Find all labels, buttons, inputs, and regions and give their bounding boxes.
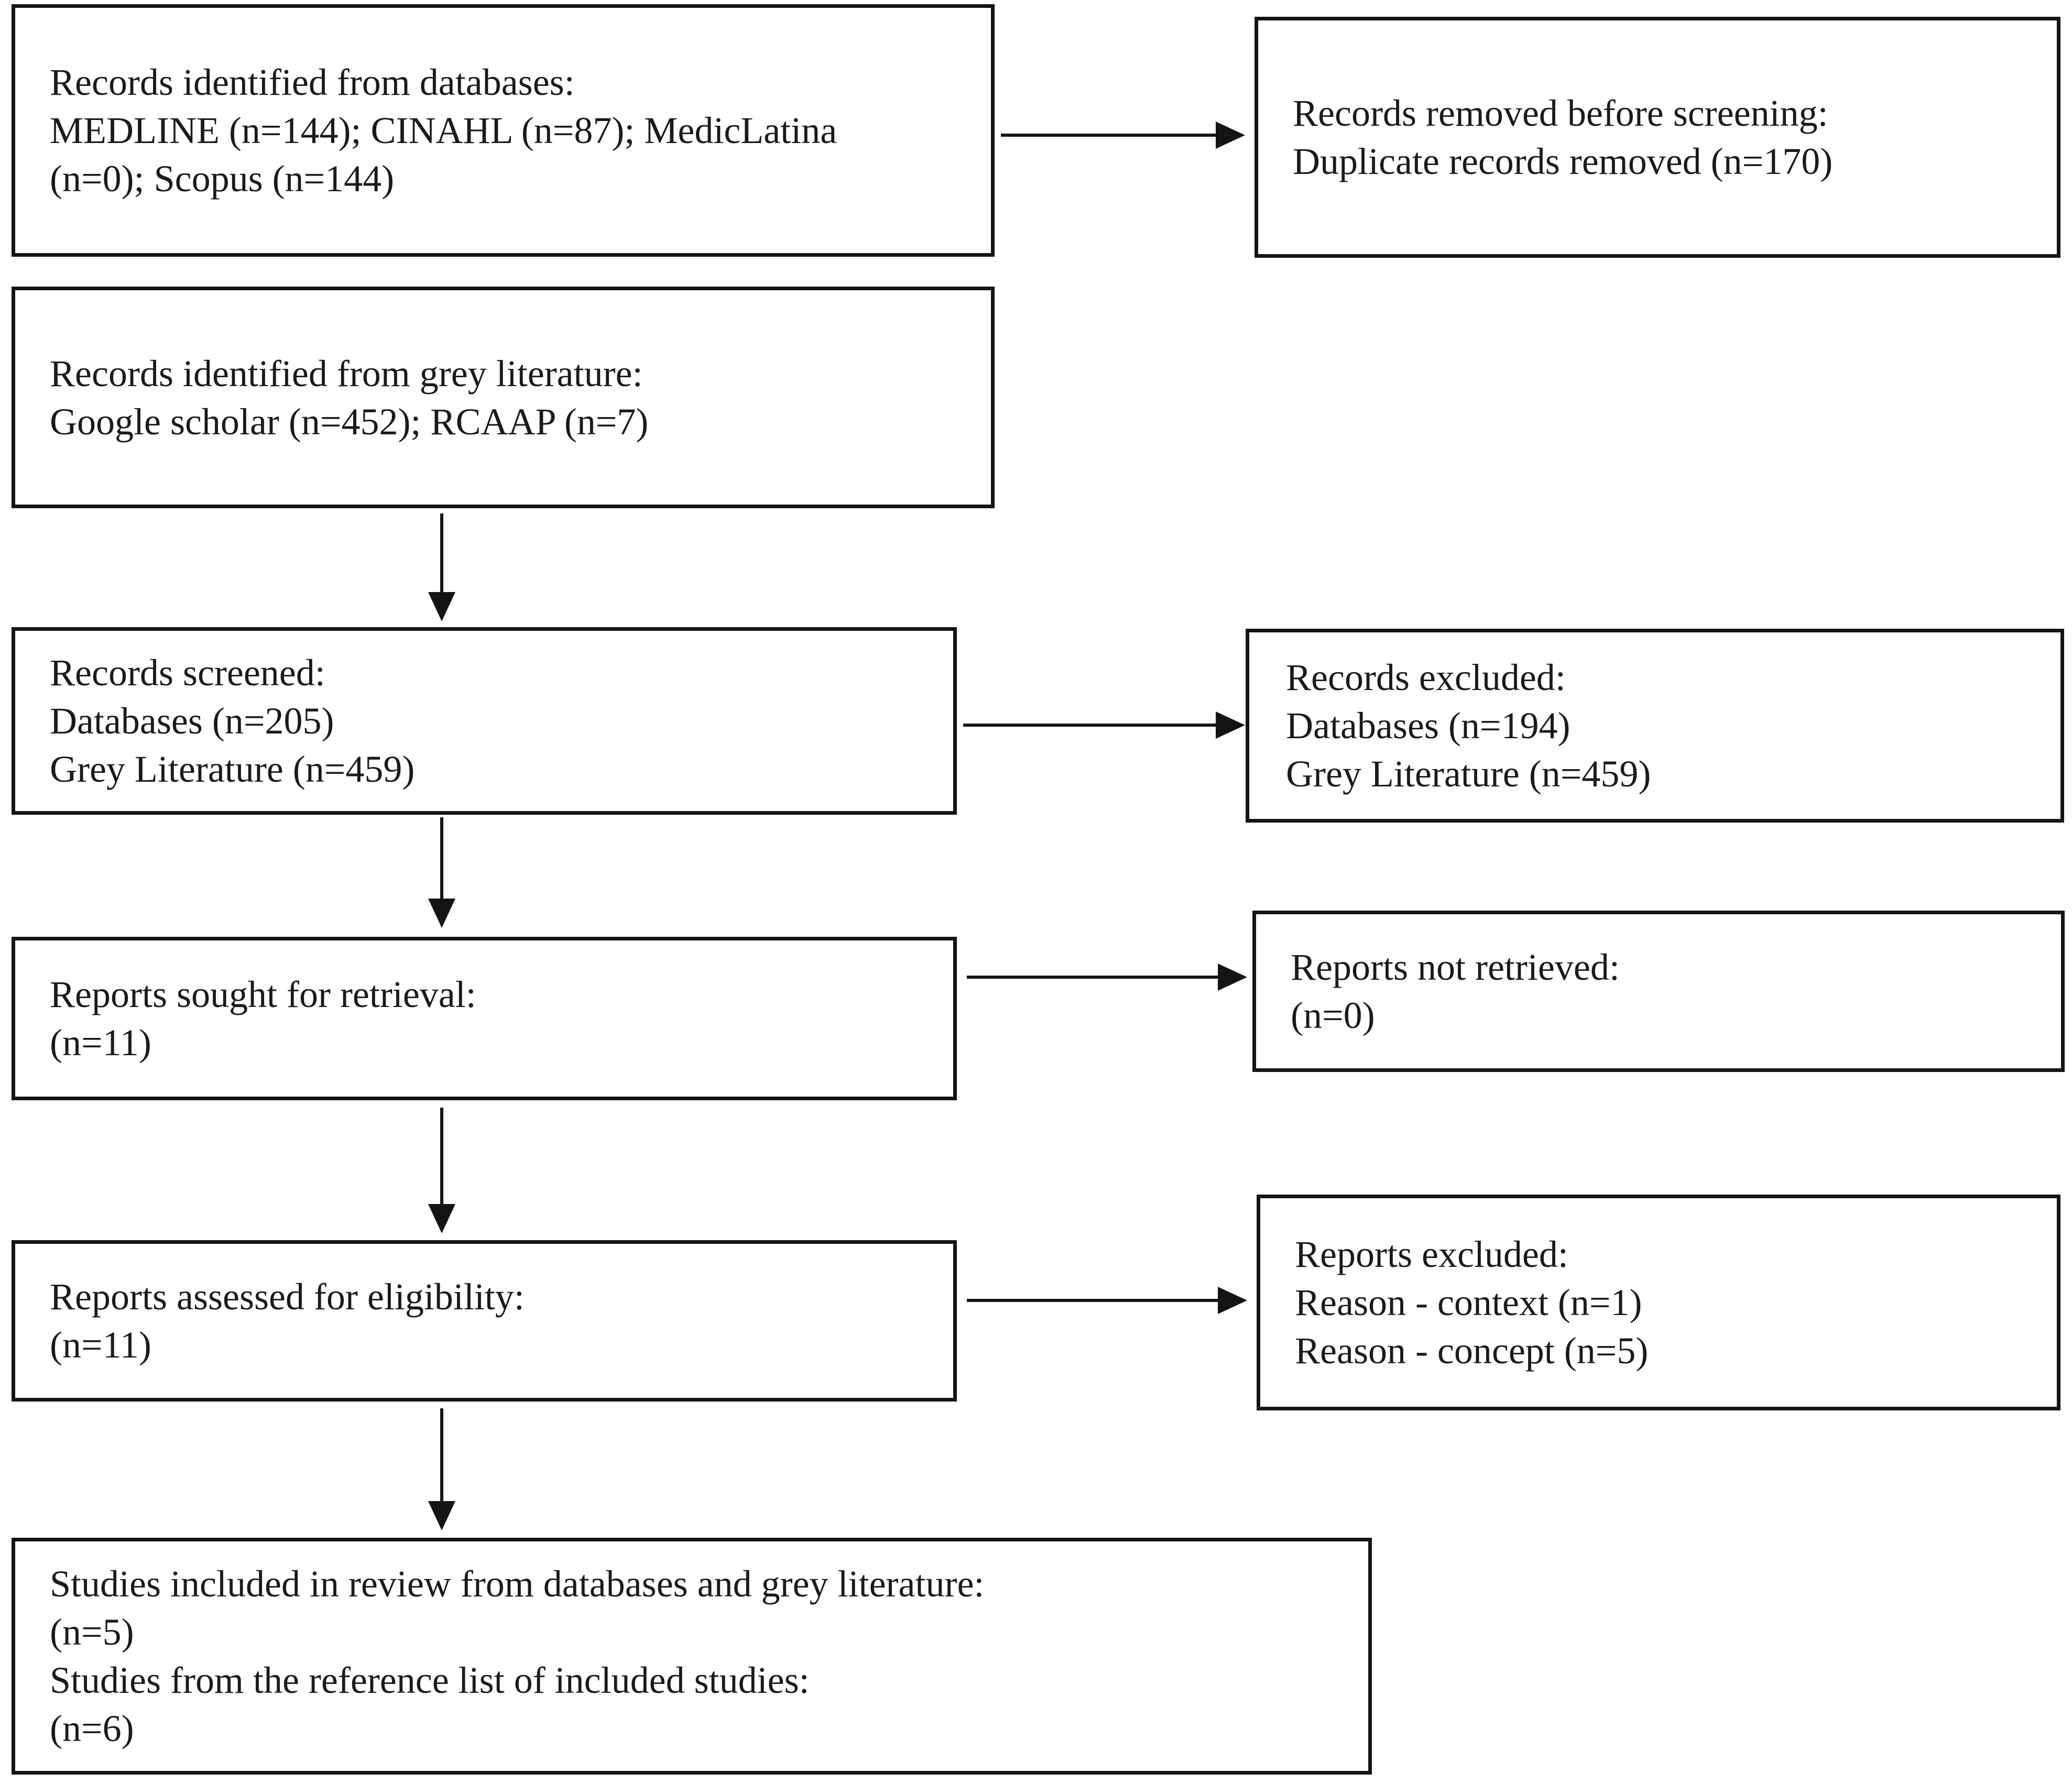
box-heading: Records excluded:	[1286, 656, 1566, 698]
arrowhead-grey-to-screened	[428, 592, 455, 621]
box-studies-included: Studies included in review from database…	[12, 1538, 1372, 1775]
arrowhead-databases-to-removed	[1216, 122, 1245, 149]
arrowhead-screened-to-excluded	[1216, 712, 1245, 739]
box-records-excluded: Records excluded: Databases (n=194) Grey…	[1246, 629, 2064, 823]
box-heading: Records removed before screening:	[1293, 92, 1828, 134]
box-line: Databases (n=205)	[50, 700, 334, 742]
box-records-identified-grey-literature: Records identified from grey literature:…	[12, 287, 995, 508]
box-heading: Reports assessed for eligibility:	[50, 1276, 525, 1318]
box-heading: Reports excluded:	[1295, 1233, 1568, 1275]
box-reports-excluded: Reports excluded: Reason - context (n=1)…	[1257, 1195, 2060, 1410]
box-line: Reason - concept (n=5)	[1295, 1330, 1649, 1372]
box-records-screened: Records screened: Databases (n=205) Grey…	[12, 627, 957, 815]
box-heading: Records screened:	[50, 652, 325, 694]
arrowhead-assessed-to-included	[428, 1501, 455, 1530]
box-line: Grey Literature (n=459)	[1286, 753, 1651, 795]
arrowhead-screened-to-sought	[428, 899, 455, 928]
box-line: (n=11)	[50, 1022, 151, 1064]
box-line: Google scholar (n=452); RCAAP (n=7)	[50, 400, 649, 443]
box-line: MEDLINE (n=144); CINAHL (n=87); MedicLat…	[50, 110, 837, 151]
box-line: (n=6)	[50, 1708, 134, 1749]
box-heading: Records identified from grey literature:	[50, 352, 643, 395]
box-line: Duplicate records removed (n=170)	[1293, 140, 1833, 182]
box-line: Studies from the reference list of inclu…	[50, 1659, 810, 1701]
arrowhead-sought-to-not-retrieved	[1218, 964, 1247, 991]
box-line: (n=5)	[50, 1611, 134, 1653]
box-reports-sought: Reports sought for retrieval: (n=11)	[12, 937, 957, 1100]
box-line: (n=11)	[50, 1324, 151, 1366]
box-reports-not-retrieved: Reports not retrieved: (n=0)	[1252, 911, 2065, 1072]
box-heading: Studies included in review from database…	[50, 1563, 985, 1605]
box-records-identified-databases: Records identified from databases: MEDLI…	[12, 4, 995, 257]
box-line: Databases (n=194)	[1286, 705, 1571, 747]
box-records-removed: Records removed before screening: Duplic…	[1255, 17, 2060, 258]
box-line: Grey Literature (n=459)	[50, 748, 415, 790]
box-reports-assessed: Reports assessed for eligibility: (n=11)	[12, 1240, 957, 1402]
box-heading: Reports sought for retrieval:	[50, 973, 476, 1015]
box-line: (n=0); Scopus (n=144)	[50, 158, 395, 200]
box-heading: Records identified from databases:	[50, 61, 575, 103]
box-heading: Reports not retrieved:	[1291, 946, 1620, 988]
box-line: (n=0)	[1291, 994, 1375, 1036]
arrowhead-assessed-to-reports-excluded	[1218, 1287, 1247, 1314]
box-line: Reason - context (n=1)	[1295, 1282, 1642, 1323]
arrowhead-sought-to-assessed	[428, 1204, 455, 1233]
